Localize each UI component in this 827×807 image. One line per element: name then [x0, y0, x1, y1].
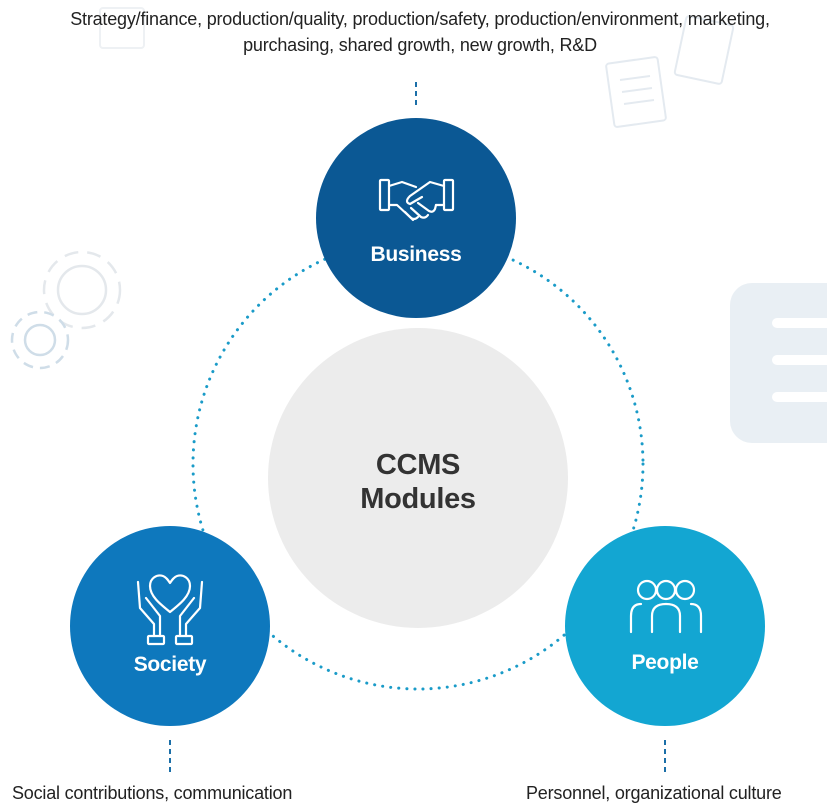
business-label: Business	[370, 243, 462, 266]
gear-icon	[42, 250, 122, 330]
document-icon	[99, 7, 145, 49]
society-caption: Social contributions, communication	[12, 783, 293, 803]
gear-icon	[10, 310, 70, 370]
society-label: Society	[133, 653, 207, 676]
people-label: People	[631, 651, 699, 674]
people-circle	[565, 526, 765, 726]
list-panel-decoration	[730, 283, 827, 443]
people-caption: Personnel, organizational culture	[526, 783, 782, 803]
center-circle	[268, 328, 568, 628]
document-icon	[605, 15, 735, 128]
heart-hands-icon	[136, 574, 204, 646]
modules-caption: Strategy/finance, production/quality, pr…	[70, 9, 770, 55]
handshake-icon	[378, 178, 455, 222]
people-group-icon	[629, 579, 703, 634]
society-circle	[70, 526, 270, 726]
